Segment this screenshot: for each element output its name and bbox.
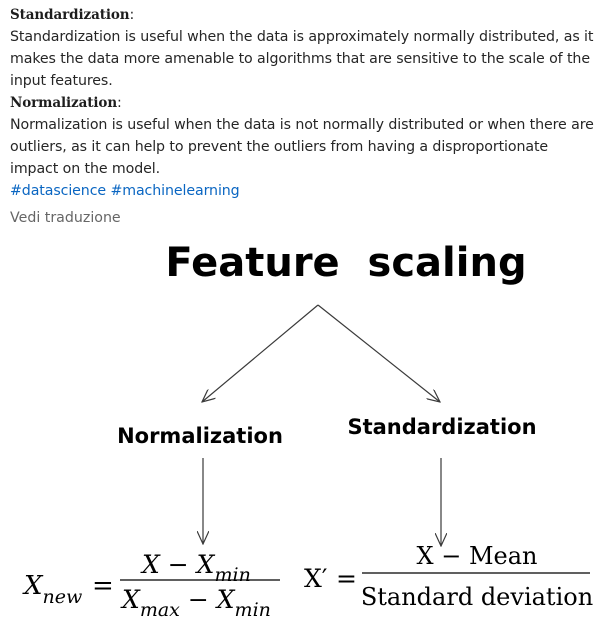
hashtag-datascience[interactable]: #datascience bbox=[10, 183, 107, 199]
formula-lhs: Xnew bbox=[22, 571, 82, 608]
formula-equals: = bbox=[336, 564, 357, 593]
standardization-formula: X′ = X − Mean Standard deviation bbox=[304, 542, 593, 611]
formula-denominator: Standard deviation bbox=[361, 583, 593, 611]
normalization-heading: Normalization: bbox=[10, 92, 598, 114]
standardization-label: Standardization bbox=[347, 415, 536, 439]
num-op: − bbox=[168, 550, 189, 579]
formula-equals: = bbox=[92, 571, 114, 601]
standardization-heading: Standardization: bbox=[10, 4, 598, 26]
num-b: X bbox=[195, 550, 216, 579]
num-b-sub: min bbox=[214, 564, 250, 586]
normalization-paragraph: Normalization is useful when the data is… bbox=[10, 117, 594, 177]
formula-numerator: X − Mean bbox=[417, 542, 538, 570]
hashtags: #datascience #machinelearning bbox=[10, 180, 598, 202]
standardization-paragraph: Standardization is useful when the data … bbox=[10, 29, 594, 89]
den-b-sub: min bbox=[235, 599, 271, 621]
standardization-heading-label: Standardization bbox=[10, 7, 130, 23]
lhs-base: X bbox=[22, 571, 44, 601]
normalization-heading-label: Normalization bbox=[10, 95, 118, 111]
formula-denominator: Xmax − Xmin bbox=[120, 585, 271, 622]
normalization-formula: Xnew = X − Xmin Xmax − Xmin bbox=[22, 550, 280, 622]
standardization-heading-colon: : bbox=[129, 7, 135, 23]
diagram-title: Feature scaling bbox=[165, 240, 526, 286]
lhs-sub: new bbox=[43, 586, 83, 608]
hashtag-machinelearning[interactable]: #machinelearning bbox=[110, 183, 240, 199]
feature-scaling-image[interactable]: Feature scaling Normalization Standardiz… bbox=[0, 228, 602, 638]
post-body: Standardization: Standardization is usef… bbox=[10, 4, 598, 202]
see-translation-link[interactable]: Vedi traduzione bbox=[10, 210, 121, 226]
den-op: − bbox=[188, 585, 209, 614]
formula-lhs: X′ bbox=[304, 564, 328, 593]
den-a-sub: max bbox=[140, 599, 180, 621]
num-a: X bbox=[140, 550, 161, 579]
den-a: X bbox=[120, 585, 141, 614]
normalization-label: Normalization bbox=[117, 424, 283, 448]
arrow-to-normalization bbox=[202, 304, 319, 402]
den-b: X bbox=[215, 585, 236, 614]
normalization-heading-colon: : bbox=[117, 95, 122, 111]
feature-scaling-diagram: Feature scaling Normalization Standardiz… bbox=[22, 240, 593, 622]
arrow-to-standardization bbox=[317, 304, 440, 402]
